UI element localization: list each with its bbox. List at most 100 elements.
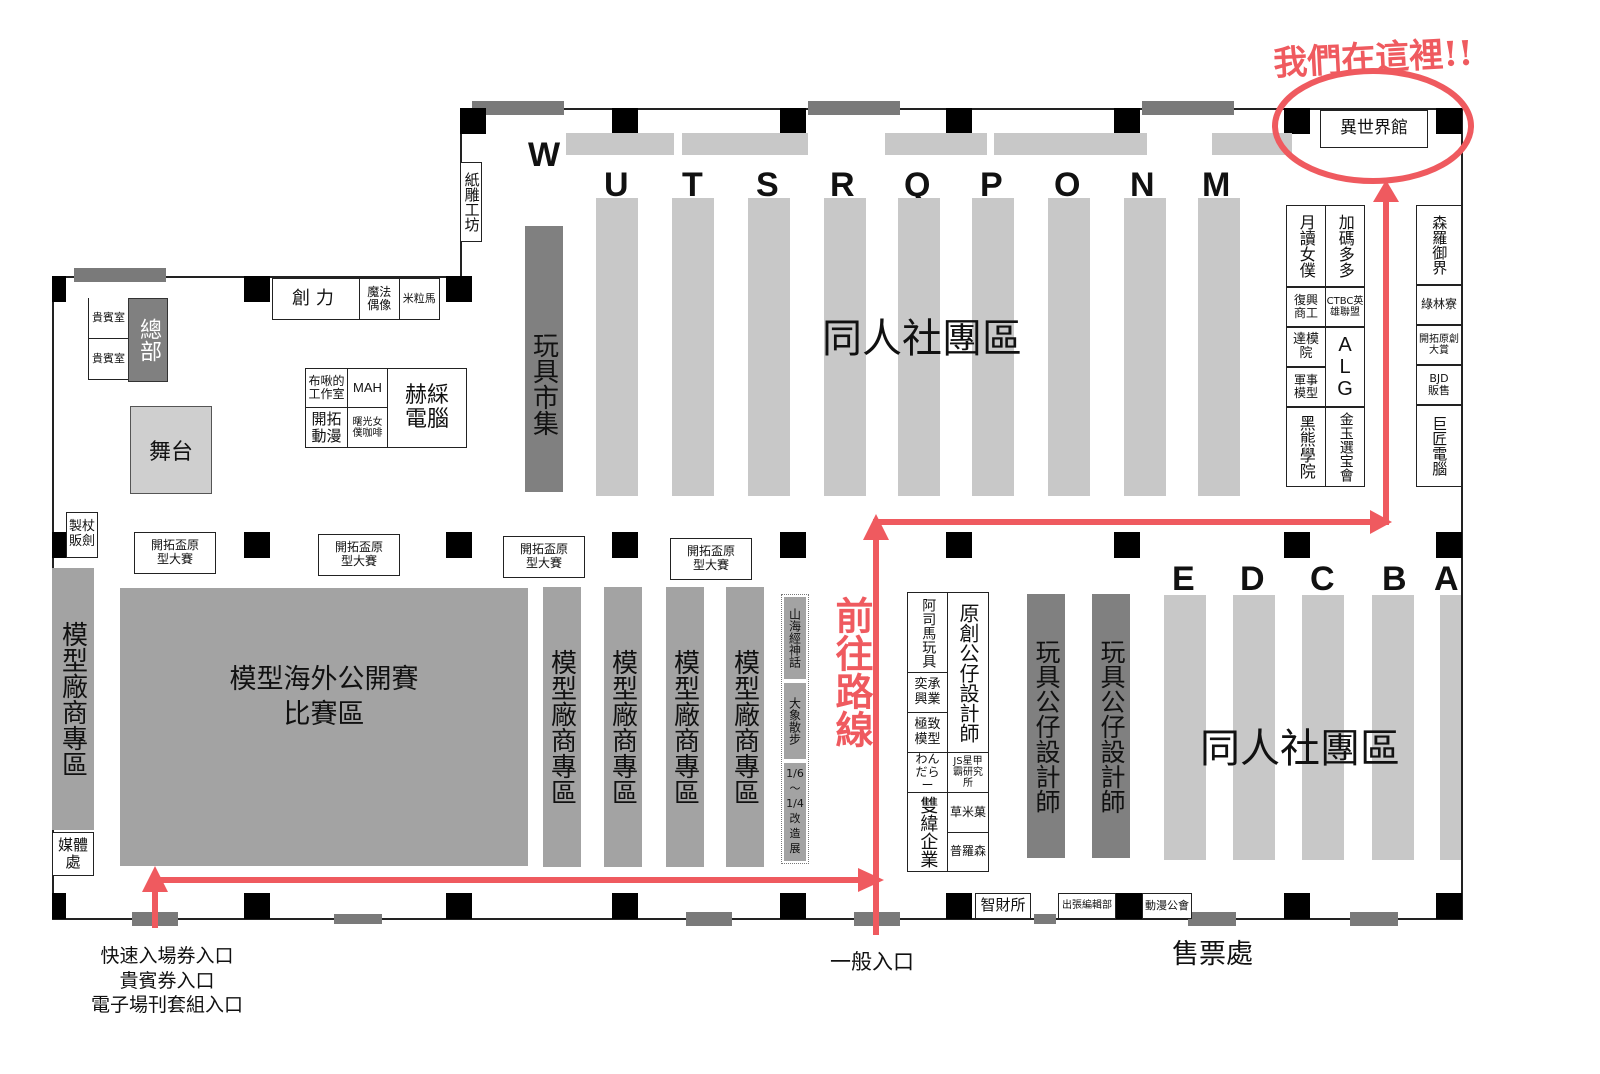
booth-row-q[interactable] [898,198,940,496]
row-letter-r: R [830,166,855,204]
booth-black-bear[interactable]: 黑熊學院 [1286,407,1326,487]
booth-paper-craft[interactable]: 紙雕工坊 [460,162,482,242]
booth-bu-qiu[interactable]: 布啾的工作室 [306,369,348,409]
booth-label: 阿司馬玩具 [920,597,937,668]
booth-label: BJD販售 [1428,371,1450,397]
booth-label: 達模院 [1292,331,1319,361]
zone-model-vendor-left[interactable]: 模型廠商專區 [52,568,94,830]
booth-military-model[interactable]: 軍事模型 [1286,367,1326,407]
zone-doujin-bottom: 同人社團區 [1200,726,1400,772]
booth-js-lab[interactable]: JS星甲霸研究所 [948,753,988,793]
booth-label: 金玉選宝會 [1337,412,1354,482]
booth-yisekai-kan[interactable]: 異世界館 [1320,110,1428,148]
right-block-left-column: 月讀女僕 復興商工 達模院 軍事模型 黑熊學院 [1286,205,1326,487]
zone-hq[interactable]: 總部 [128,298,168,382]
booth-chuangli[interactable]: 創力 [273,279,360,319]
booth-ip-office[interactable]: 智財所 [975,893,1031,919]
booth-label: 曙光女僕咖啡 [352,416,383,439]
booth-alg[interactable]: ALG [1325,327,1365,407]
booth-jizhi[interactable]: 極致模型 [908,713,948,753]
booth-shuangwei[interactable]: 雙緯企業 [908,793,948,871]
wall-right [1461,108,1463,920]
pillar [52,532,66,558]
booth-staff-sword[interactable]: 製杖販劍 [66,512,98,558]
booth-row-t[interactable] [672,198,714,496]
booth-lulin[interactable]: 綠林寮 [1416,285,1462,325]
booth-editorial[interactable]: 出張編輯部 [1058,893,1116,919]
booth-label: 黑熊學院 [1296,415,1316,479]
booth-ctbc[interactable]: CTBC英雄聯盟 [1325,287,1365,327]
booth-puluosen[interactable]: 普羅森 [948,833,988,871]
booth-kaituo-original[interactable]: 開拓原創大賞 [1416,325,1462,365]
booth-row-d[interactable] [1233,595,1275,860]
zone-model-vendor-3[interactable]: 模型廠商專區 [666,587,704,867]
zone-model-vendor-4[interactable]: 模型廠商專區 [726,587,764,867]
booth-row-p[interactable] [972,198,1014,496]
booth-row-s[interactable] [748,198,790,496]
booth-label: 復興商工 [1293,292,1318,320]
prototype-contest-4[interactable]: 開拓盃原型大賽 [670,538,752,580]
zone-stage[interactable]: 舞台 [130,406,212,494]
exhibit-modification[interactable]: 1/6～1/4改造展 [784,763,806,861]
booth-original-designer[interactable]: 原創公仔設計師 [948,593,988,753]
zone-media[interactable]: 媒體處 [52,832,94,876]
pillar [1284,532,1310,558]
prototype-contest-3[interactable]: 開拓盃原型大賽 [503,536,585,578]
ticket-office-label: 售票處 [1172,939,1253,970]
booth-label: 異世界館 [1340,118,1408,139]
row-letter-p: P [980,166,1003,204]
lower-mid-block: 阿司馬玩具 奕承興業 極致模型 わんだらー 雙緯企業 原創公仔設計師 JS星甲霸… [907,592,989,872]
booth-label: 智財所 [980,896,1026,915]
zone-toy-designer-2[interactable]: 玩具公仔設計師 [1092,594,1130,858]
booth-row-r[interactable] [824,198,866,496]
booth-hecai[interactable]: 赫綵電腦 [388,369,466,447]
booth-mi-li-ma[interactable]: 米粒馬 [399,279,440,319]
booth-row-b[interactable] [1372,595,1414,860]
exhibit-label: 1/6～1/4改造展 [786,767,804,855]
booth-row-m[interactable] [1198,198,1240,496]
booth-senluo[interactable]: 森羅御界 [1416,205,1462,285]
zone-model-vendor-2[interactable]: 模型廠商專區 [604,587,642,867]
booth-mah[interactable]: MAH [348,369,388,409]
booth-kaituo-dongman[interactable]: 開拓動漫 [306,408,348,447]
booth-bjd[interactable]: BJD販售 [1416,365,1462,405]
zone-toy-designer-1[interactable]: 玩具公仔設計師 [1027,594,1065,858]
booth-anime-assoc[interactable]: 動漫公會 [1142,893,1192,919]
room-label: 貴賓室 [92,351,125,365]
exhibit-shanhaijing[interactable]: 山海經神話 [784,597,806,679]
booth-row-a[interactable] [1440,595,1461,860]
door [1034,914,1056,924]
zone-competition[interactable]: 模型海外公開賽 比賽區 [120,588,528,866]
booth-fuxing[interactable]: 復興商工 [1286,287,1326,327]
booth-row-n[interactable] [1124,198,1166,496]
booth-row-u[interactable] [596,198,638,496]
pillar [612,108,638,134]
booth-jujiang[interactable]: 巨匠電腦 [1416,405,1462,487]
booth-shuguang[interactable]: 曙光女僕咖啡 [348,408,388,447]
zone-toy-market[interactable]: 玩具市集 [525,226,563,492]
door [808,101,900,115]
pillar [446,532,472,558]
vip-room-2[interactable]: 貴賓室 [89,339,128,379]
booth-wandara[interactable]: わんだらー [908,752,948,793]
booth-label: 月讀女僕 [1296,214,1316,278]
booth-row-e[interactable] [1164,595,1206,860]
booth-jiama[interactable]: 加碼多多 [1325,205,1365,287]
booth-yicheng[interactable]: 奕承興業 [908,673,948,713]
prototype-contest-1[interactable]: 開拓盃原型大賽 [134,532,216,574]
booth-label: 創力 [291,288,340,310]
pillar [1114,532,1140,558]
booth-row-c[interactable] [1302,595,1344,860]
booth-magic-idol[interactable]: 魔法偶像 [359,279,400,319]
booth-asima[interactable]: 阿司馬玩具 [908,593,948,673]
booth-jinyu[interactable]: 金玉選宝會 [1325,407,1365,487]
prototype-contest-2[interactable]: 開拓盃原型大賽 [318,534,400,576]
exhibit-elephant-walk[interactable]: 大象散步 [784,683,806,759]
booth-label: 加碼多多 [1335,214,1355,278]
zone-label: 模型廠商專區 [669,649,700,805]
booth-caomiguo[interactable]: 草米菓 [948,793,988,833]
row-letter-m: M [1202,166,1231,204]
booth-row-o[interactable] [1048,198,1090,496]
vip-room-1[interactable]: 貴賓室 [89,298,128,339]
zone-model-vendor-1[interactable]: 模型廠商專區 [543,587,581,867]
